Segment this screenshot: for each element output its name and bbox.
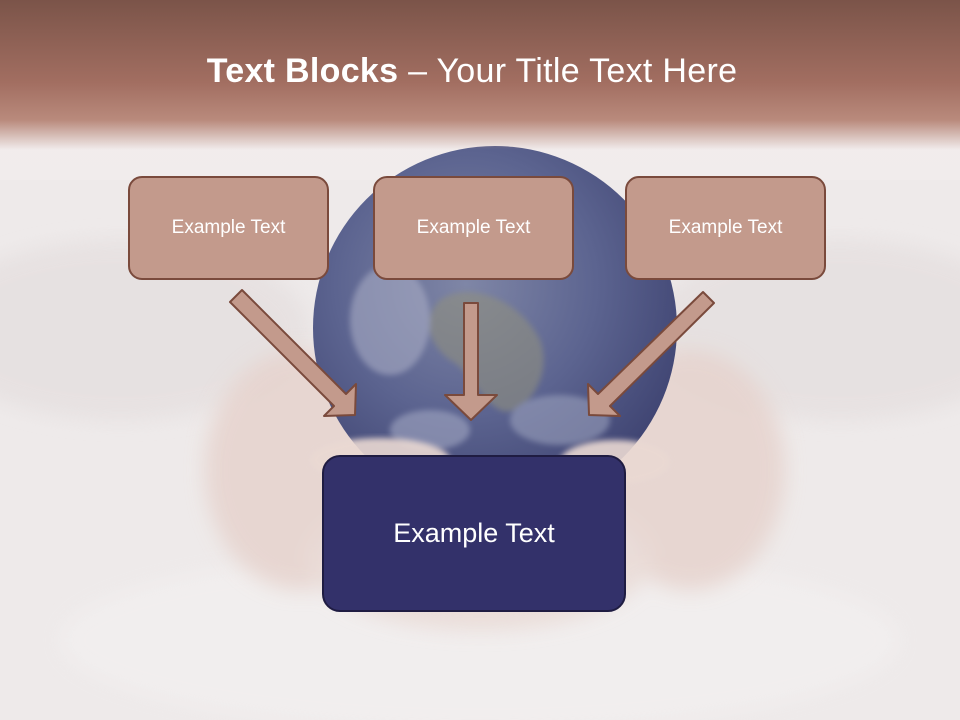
right-arrow: [587, 291, 715, 417]
left-arrow: [229, 289, 357, 417]
main-text-box[interactable]: Example Text: [322, 455, 626, 612]
text-box-left-label: Example Text: [171, 217, 286, 238]
center-arrow: [444, 302, 498, 421]
title-bold: Text Blocks: [206, 52, 399, 90]
page-title: Text Blocks – Your Title Text Here: [0, 52, 944, 91]
header-band: [0, 0, 960, 150]
title-separator: –: [398, 52, 437, 90]
text-box-right-label: Example Text: [668, 217, 783, 238]
main-text-box-label: Example Text: [393, 518, 555, 548]
text-box-left[interactable]: Example Text: [128, 176, 329, 280]
text-box-center-label: Example Text: [416, 217, 531, 238]
text-box-center[interactable]: Example Text: [373, 176, 574, 280]
title-rest: Your Title Text Here: [436, 52, 738, 90]
text-box-right[interactable]: Example Text: [625, 176, 826, 280]
